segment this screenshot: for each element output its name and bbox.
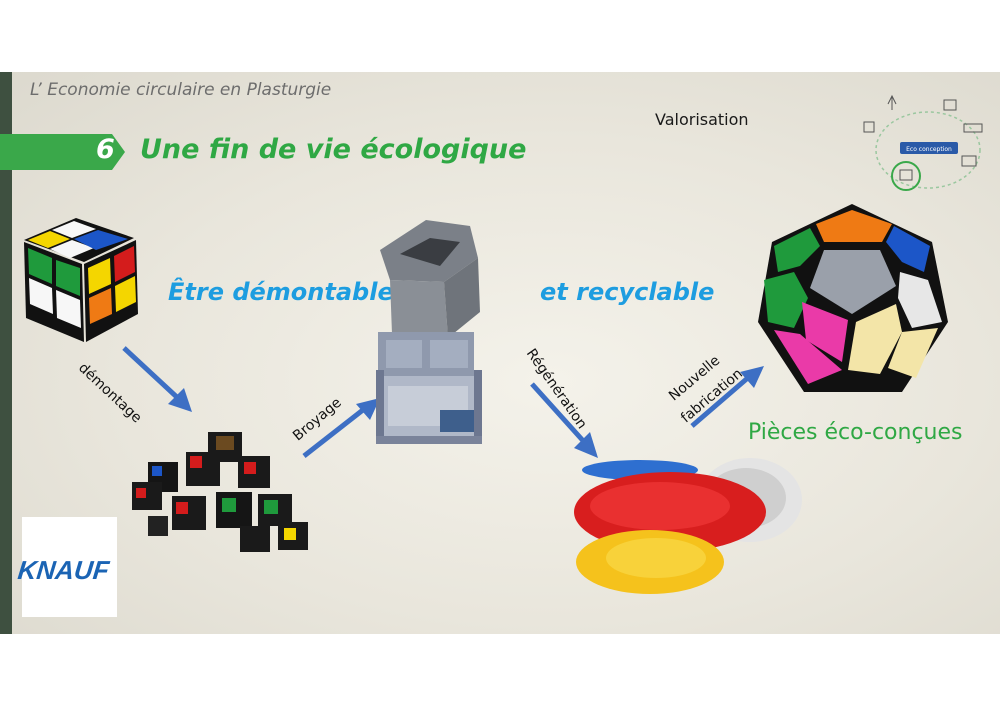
disassembled-cube-icon (132, 432, 308, 552)
eco-cycle-diagram-icon: Eco conception (863, 94, 983, 191)
slide: L’ Economie circulaire en Plasturgie 6 U… (0, 72, 1000, 634)
shredder-machine-icon (376, 220, 482, 444)
eco-cycle-center: Eco conception (906, 146, 952, 153)
slide-subtitle: L’ Economie circulaire en Plasturgie (30, 80, 332, 100)
plastic-pellets-icon (574, 458, 802, 594)
label-demontable: Être démontable (168, 278, 394, 306)
arrow-demontage-icon (122, 346, 192, 412)
logo-text: KNAUF (16, 555, 111, 585)
arrow-fabrication-icon (690, 366, 764, 428)
megaminx-icon (758, 204, 948, 392)
knauf-logo-icon: KNAUF (16, 517, 117, 617)
label-recyclable: et recyclable (540, 278, 715, 306)
slide-heading: Une fin de vie écologique (140, 134, 527, 165)
valorisation-label: Valorisation (655, 110, 749, 129)
arrow-broyage-icon (302, 398, 380, 458)
arrow-regeneration-icon (530, 382, 598, 458)
rubiks-cube-icon (24, 218, 138, 342)
knauf-logo: KNAUF (16, 517, 117, 617)
section-banner-icon (0, 134, 125, 170)
section-number: 6 (96, 134, 115, 165)
left-decorative-strip (0, 72, 12, 634)
result-label: Pièces éco-conçues (748, 420, 963, 445)
